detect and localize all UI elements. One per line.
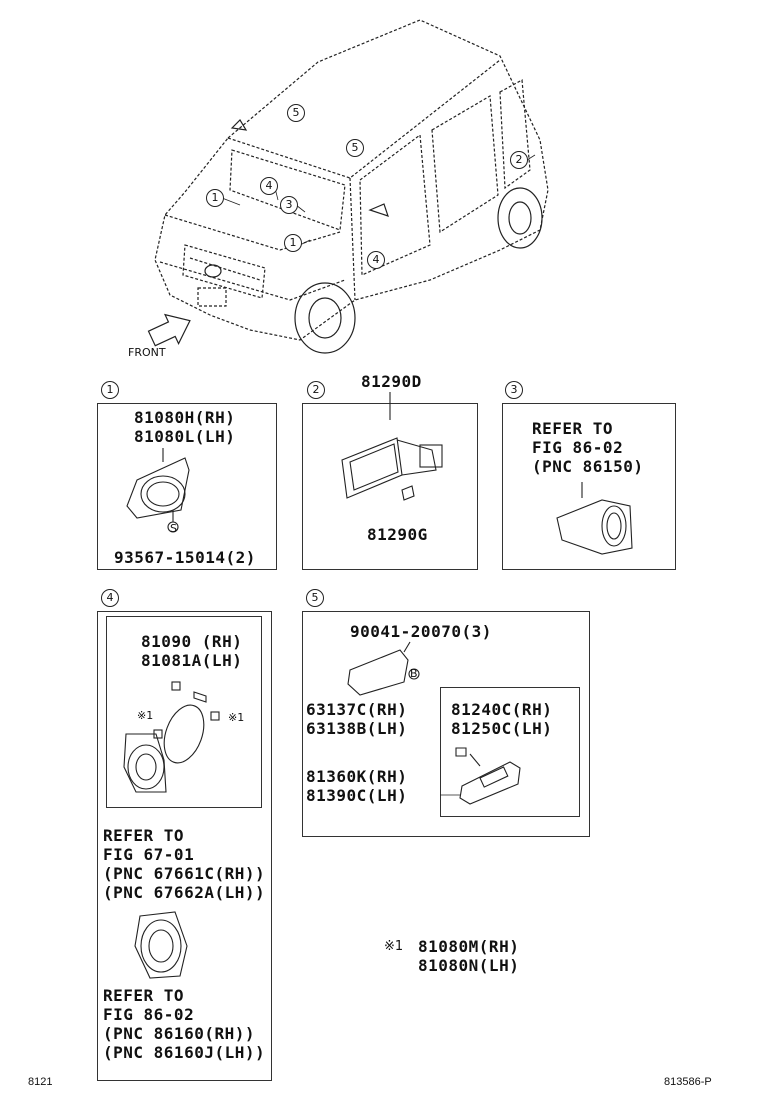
note-mark: ※1: [384, 939, 404, 954]
panel5-box: [302, 611, 590, 837]
panel5-screw: 90041-20070(3): [350, 622, 492, 641]
panel1-part-a: 81080H(RH): [134, 408, 236, 427]
panel3-box: [502, 403, 676, 570]
footer-right: 813586-P: [664, 1076, 712, 1088]
panel5-index: 5: [306, 589, 324, 607]
panel1-speaker-drawing: [126, 448, 190, 533]
panel4-inner-box: [106, 616, 262, 808]
callout-5: 5: [287, 104, 305, 122]
panel3-line2: FIG 86-02: [532, 438, 624, 457]
panel4-ref1-line2: FIG 67-01: [103, 845, 195, 864]
panel5-part-c: 81360K(RH): [306, 767, 408, 786]
panel5-inner-a: 81240C(RH): [451, 700, 553, 719]
callout-4b: 4: [367, 251, 385, 269]
callout-1b: 1: [284, 234, 302, 252]
panel3-index: 3: [505, 381, 523, 399]
panel1-part-b: 81080L(LH): [134, 427, 236, 446]
panel4-mark-left: ※1: [137, 709, 154, 722]
panel5-part-a: 63137C(RH): [306, 700, 408, 719]
panel4-part-a: 81090 (RH): [141, 632, 243, 651]
panel1-box: [97, 403, 277, 570]
panel4-mark-right: ※1: [228, 711, 245, 724]
note-line2: 81080N(LH): [418, 956, 520, 975]
panel1-fastener-ref: S: [170, 522, 177, 535]
panel4-ref2-line3: (PNC 86160(RH)): [103, 1024, 255, 1043]
panel5-part-d: 81390C(LH): [306, 786, 408, 805]
panel1-index: 1: [101, 381, 119, 399]
panel3-tweeter-drawing: [556, 482, 633, 555]
callout-2: 2: [510, 151, 528, 169]
vehicle-overview-drawing: [147, 19, 549, 354]
panel5-inner-b: 81250C(LH): [451, 719, 553, 738]
panel2-index: 2: [307, 381, 325, 399]
panel3-line1: REFER TO: [532, 419, 614, 438]
panel4-ref2-line2: FIG 86-02: [103, 1005, 195, 1024]
panel4-door-speaker-drawing: [123, 681, 220, 793]
panel5-part-b: 63138B(LH): [306, 719, 408, 738]
panel4-index: 4: [101, 589, 119, 607]
panel4-ref1-line3: (PNC 67661C(RH)): [103, 864, 266, 883]
callout-5b: 5: [346, 139, 364, 157]
panel4-woofer-drawing: [134, 911, 188, 979]
front-label: FRONT: [128, 346, 166, 359]
panel4-ref2-line4: (PNC 86160J(LH)): [103, 1043, 266, 1062]
panel4-box: [97, 611, 272, 1081]
panel4-ref2-line1: REFER TO: [103, 986, 185, 1005]
panel5-screw-ref: B: [410, 667, 418, 680]
panel4-ref1-line1: REFER TO: [103, 826, 185, 845]
panel5-bracket-drawing: [347, 641, 420, 696]
panel4-part-b: 81081A(LH): [141, 651, 243, 670]
panel2-connector-drawing: [341, 392, 443, 501]
callout-4: 4: [260, 177, 278, 195]
callout-3: 3: [280, 196, 298, 214]
callout-1: 1: [206, 189, 224, 207]
note-line1: 81080M(RH): [418, 937, 520, 956]
panel2-sub-part: 81290G: [367, 525, 428, 544]
panel1-fastener: 93567-15014(2): [114, 548, 256, 567]
footer-left: 8121: [28, 1076, 53, 1088]
panel5-inner-box: [440, 687, 580, 817]
panel3-line3: (PNC 86150): [532, 457, 644, 476]
panel4-ref1-line4: (PNC 67662A(LH)): [103, 883, 266, 902]
panel2-top-part: 81290D: [361, 372, 422, 391]
panel5-lamp-drawing: [440, 747, 521, 805]
